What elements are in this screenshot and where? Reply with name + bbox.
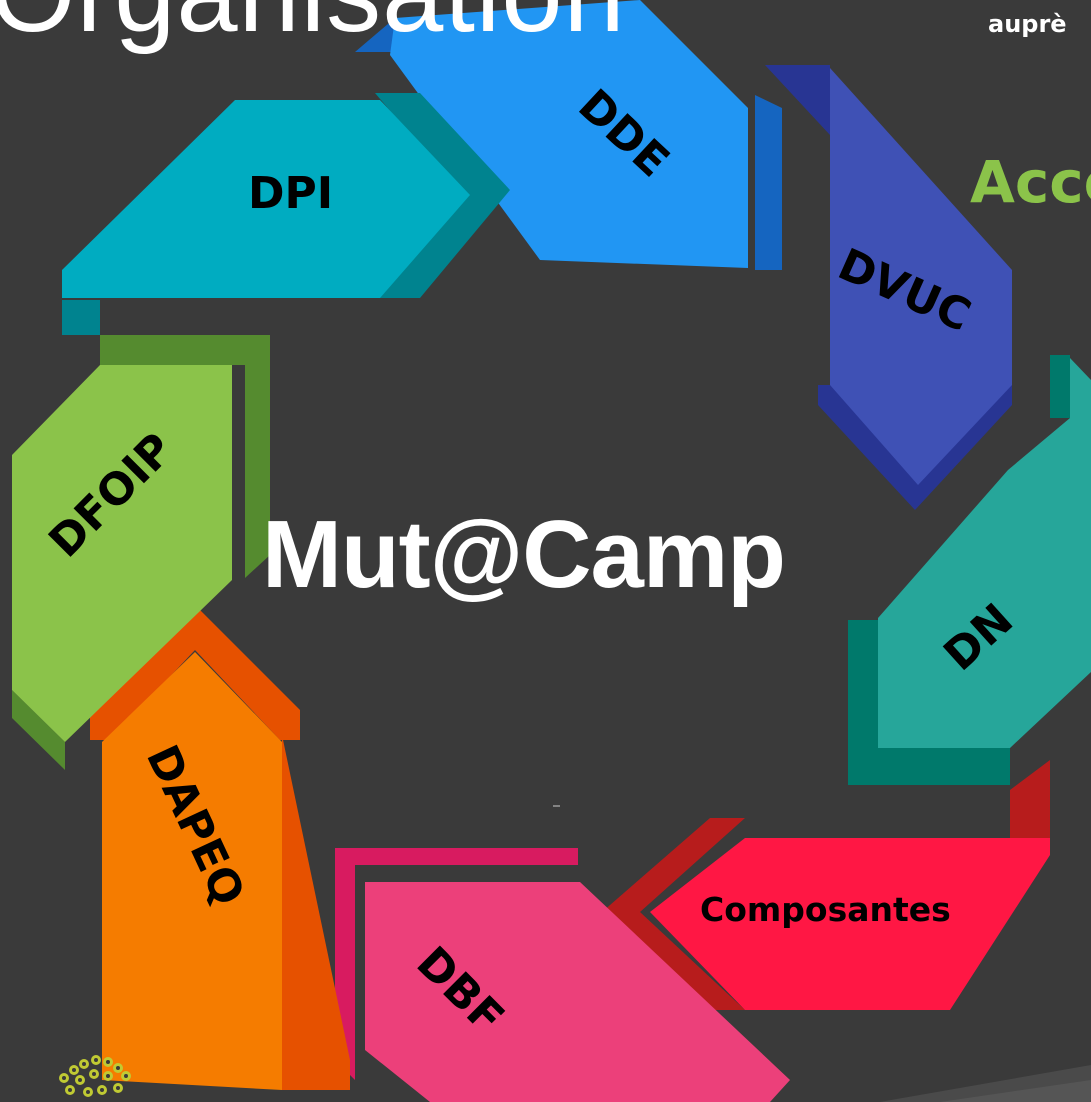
segment-label-dpi: DPI xyxy=(248,168,334,219)
segment-dde-body xyxy=(390,0,748,268)
segment-dfoip-fold-left xyxy=(12,690,65,770)
segment-composantes-body xyxy=(650,838,1050,1010)
segment-dvuc-fold xyxy=(765,65,830,135)
segment-dpi-body xyxy=(62,100,470,298)
segment-label-composantes: Composantes xyxy=(700,890,951,929)
segment-dfoip-fold xyxy=(100,335,270,578)
segment-dpi-fold xyxy=(375,93,510,298)
segment-dpi-fold-left xyxy=(62,300,100,335)
segment-dapeq-fold-bottom xyxy=(282,735,350,1090)
segment-composantes xyxy=(602,760,1050,1010)
segment-dn-body xyxy=(878,358,1091,748)
segment-dapeq-body xyxy=(102,652,282,1090)
top-right-text: auprè xyxy=(988,10,1067,38)
page-title: Organisation xyxy=(0,0,626,57)
decorative-streak xyxy=(880,1065,1091,1102)
segment-dfoip xyxy=(12,335,270,770)
segment-dde-fold-right xyxy=(755,95,782,270)
flower-cluster-logo-icon xyxy=(59,1055,131,1097)
segment-dvuc-body xyxy=(830,68,1012,485)
segment-dbf-body xyxy=(365,882,790,1102)
segment-dn-fold-left xyxy=(848,620,1010,785)
segment-composantes-fold xyxy=(1010,760,1050,840)
segment-dn-fold xyxy=(1050,355,1070,418)
segment-dbf xyxy=(335,848,790,1102)
green-heading: Acco xyxy=(970,148,1091,216)
segment-dvuc xyxy=(765,65,1012,510)
segment-dn xyxy=(848,355,1091,785)
segment-dpi xyxy=(62,93,510,335)
segment-dfoip-body xyxy=(12,365,232,742)
center-title: Mut@Camp xyxy=(262,501,786,608)
segment-dde xyxy=(355,0,782,270)
